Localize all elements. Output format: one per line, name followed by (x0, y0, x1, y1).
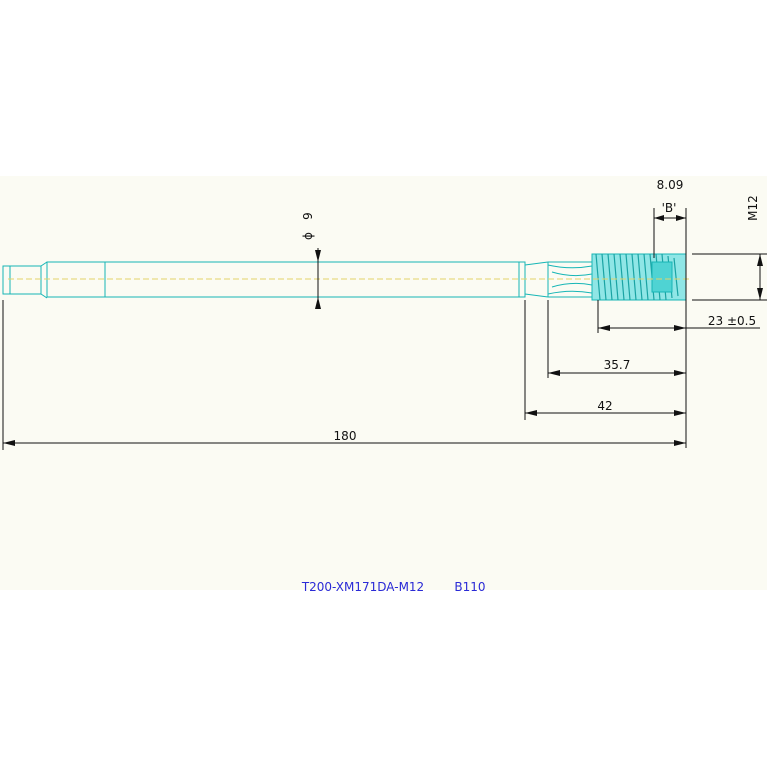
arrowhead (654, 215, 664, 221)
reduced-length-label: 42 (597, 399, 612, 413)
arrowhead (548, 370, 560, 376)
arrowheads (3, 215, 763, 446)
thread-flute (651, 261, 673, 293)
arrowhead (674, 370, 686, 376)
drawing-sheet (0, 176, 767, 590)
flute-curve (547, 264, 593, 269)
arrowhead (757, 288, 763, 300)
arrowhead (674, 410, 686, 416)
arrowhead (3, 440, 15, 446)
flute-length-label: 8.09 (657, 178, 684, 192)
arrowhead (674, 440, 686, 446)
thread-crest (595, 253, 601, 301)
arrowhead (598, 325, 610, 331)
thread-crest (643, 253, 649, 301)
part-code: T200-XM171DA-M12 (301, 580, 424, 594)
arrowhead (525, 410, 537, 416)
thread-crest (625, 253, 631, 301)
thread-crest (631, 253, 637, 301)
arrowhead (674, 325, 686, 331)
thread-spec-label: M12 (746, 195, 760, 221)
flute-curve (551, 282, 593, 288)
flute-curve (551, 271, 593, 277)
arrowhead (315, 297, 321, 309)
drive-chamfer (40, 293, 48, 299)
section-mark-label: 'B' (662, 201, 677, 215)
drive-chamfer (40, 261, 48, 267)
overall-length-label: 180 (334, 429, 357, 443)
thread-crest (613, 253, 619, 301)
diameter-symbol: ϕ (301, 232, 315, 240)
arrowhead (757, 254, 763, 266)
square-drive-end (2, 265, 42, 295)
thread-length-label: 23 ±0.5 (708, 314, 756, 328)
arrowhead (676, 215, 686, 221)
shank-diameter-label: 9 (301, 212, 315, 220)
neck-line (524, 261, 549, 266)
thread-section (591, 253, 687, 301)
thread-crest (607, 253, 613, 301)
flute-curve (547, 290, 593, 295)
thread-crest (601, 253, 607, 301)
revision-code: B110 (454, 580, 485, 594)
thread-crest (637, 253, 643, 301)
neck-line (524, 293, 549, 298)
arrowhead (315, 250, 321, 262)
neck-length-label: 35.7 (604, 358, 631, 372)
thread-crest (673, 257, 679, 297)
thread-crest (619, 253, 625, 301)
